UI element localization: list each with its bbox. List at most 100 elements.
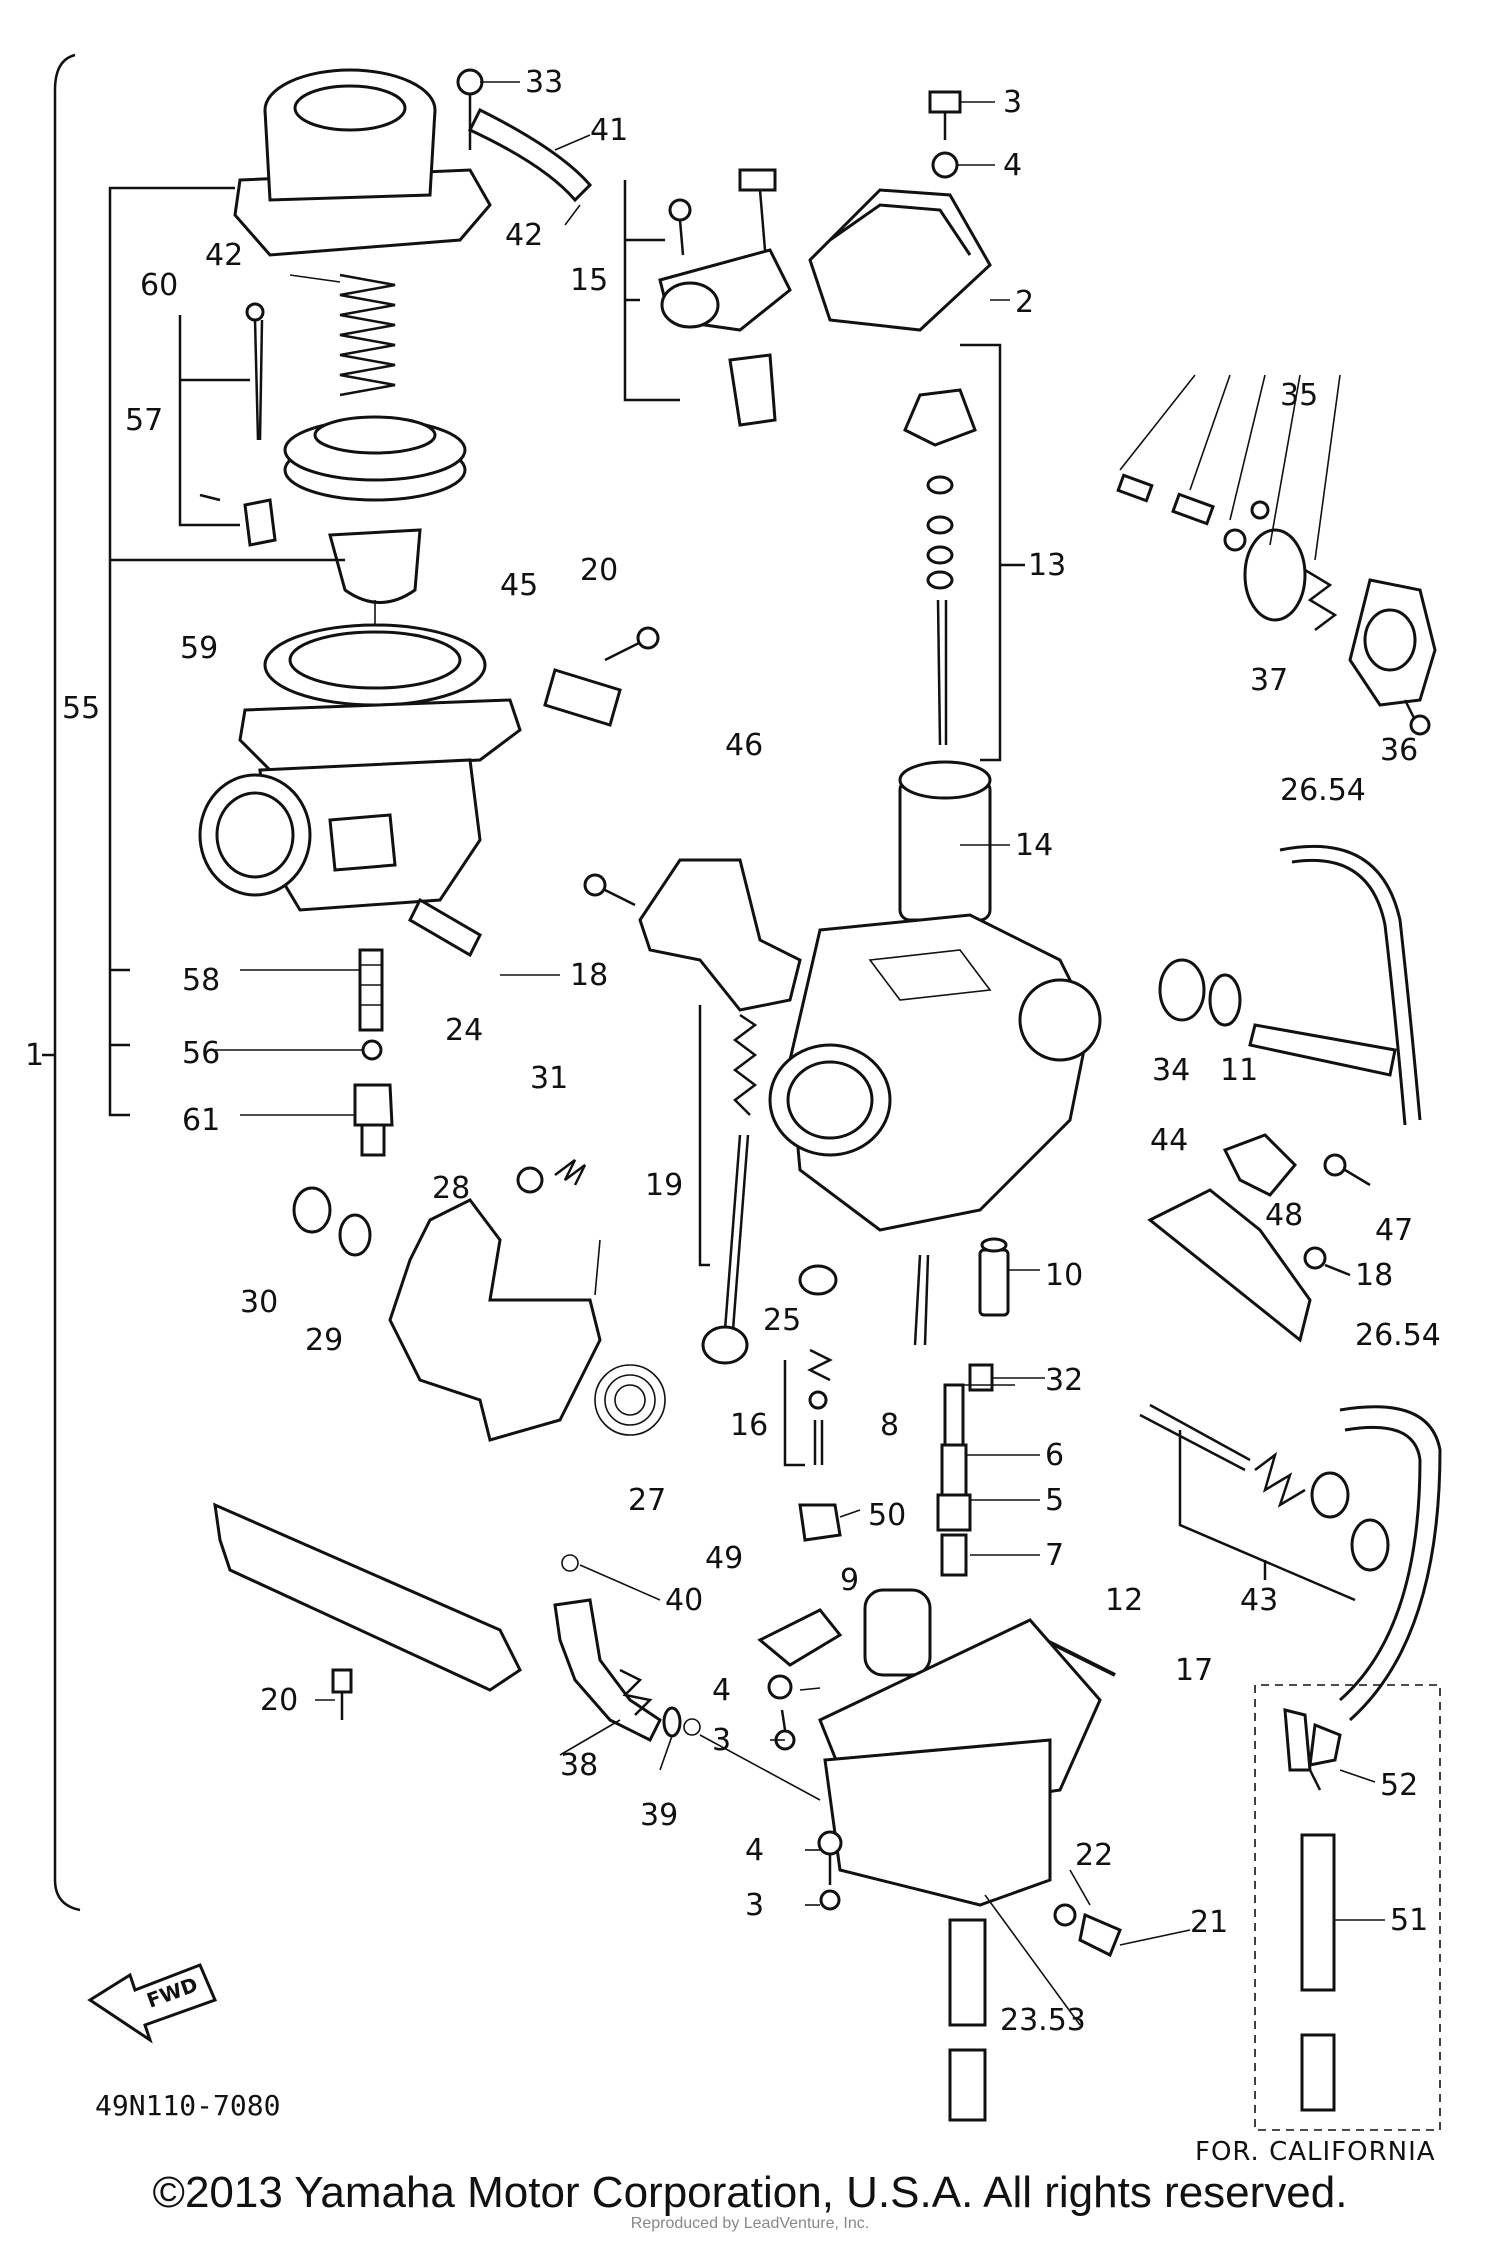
callout-17: 17 — [1175, 1653, 1213, 1688]
screw-18a — [583, 873, 636, 907]
tube-24 — [408, 897, 482, 958]
callout-60: 60 — [140, 268, 178, 303]
callout-33: 33 — [525, 65, 563, 100]
group-bracket-left — [108, 186, 345, 1117]
lever-assembly-15 — [623, 168, 792, 427]
jet-58 — [358, 948, 384, 1032]
clamps-40 — [561, 1554, 821, 1801]
slide-14 — [898, 760, 992, 922]
callout-38: 38 — [560, 1748, 598, 1783]
callout-2654a: 26.54 — [1280, 773, 1366, 808]
callout-58: 58 — [182, 963, 220, 998]
diagram-code: 49N110-7080 — [95, 2089, 280, 2122]
pilot-screw-16 — [783, 1348, 833, 1467]
cap-50 — [798, 1503, 842, 1542]
callout-25: 25 — [763, 1303, 801, 1338]
needle-jet-8 — [913, 1254, 930, 1346]
oring-56 — [361, 1039, 383, 1061]
screw-47 — [1323, 1153, 1371, 1187]
main-carb-body — [768, 913, 1102, 1232]
carb-body-55 — [198, 623, 522, 912]
callout-4c: 4 — [745, 1833, 764, 1868]
throttle-lever-28 — [388, 1198, 602, 1442]
callout-4b: 4 — [712, 1673, 731, 1708]
callout-45: 45 — [500, 568, 538, 603]
plate-49 — [757, 1608, 843, 1667]
callout-3b: 3 — [712, 1723, 731, 1758]
callout-55: 55 — [62, 691, 100, 726]
washer-4-top — [931, 151, 959, 179]
callout-4a: 4 — [1003, 148, 1022, 183]
callout-44: 44 — [1150, 1123, 1188, 1158]
callout-22: 22 — [1075, 1838, 1113, 1873]
callout-18a: 18 — [570, 958, 608, 993]
callout-5: 5 — [1045, 1483, 1064, 1518]
callout-52: 52 — [1380, 1768, 1418, 1803]
lever-44 — [1147, 1188, 1312, 1343]
leader-lines — [215, 81, 1385, 2026]
callout-9: 9 — [840, 1563, 859, 1598]
plunger-13 — [903, 343, 1025, 762]
washer-4-low — [817, 1830, 843, 1856]
callout-24: 24 — [445, 1013, 483, 1048]
callout-32: 32 — [1045, 1363, 1083, 1398]
screw-18b — [1303, 1246, 1351, 1277]
callout-57: 57 — [125, 403, 163, 438]
callout-20b: 20 — [260, 1683, 298, 1718]
assembly-bracket — [53, 53, 81, 1912]
callout-36: 36 — [1380, 733, 1418, 768]
cap-45 — [543, 668, 622, 727]
main-jet-stack — [936, 1383, 972, 1577]
callout-31: 31 — [530, 1061, 568, 1096]
spring-60 — [339, 273, 396, 397]
callout-21: 21 — [1190, 1905, 1228, 1940]
drain-screw-21 — [1078, 1912, 1122, 1958]
callout-49: 49 — [705, 1541, 743, 1576]
washer-4-mid — [767, 1674, 793, 1700]
callout-42b: 42 — [205, 238, 243, 273]
callout-35: 35 — [1280, 378, 1318, 413]
idle-screw-19 — [698, 1005, 758, 1365]
callout-12: 12 — [1105, 1583, 1143, 1618]
cover-37 — [1348, 578, 1437, 707]
jet-32 — [968, 1363, 994, 1392]
callout-3c: 3 — [745, 1888, 764, 1923]
callout-46: 46 — [725, 728, 763, 763]
top-cover — [233, 68, 593, 257]
screw-31 — [516, 1159, 587, 1194]
shaft — [1248, 1023, 1397, 1077]
copyright-notice: ©2013 Yamaha Motor Corporation, U.S.A. A… — [152, 2168, 1348, 2217]
callout-2654b: 26.54 — [1355, 1318, 1441, 1353]
screw-3-low — [819, 1855, 841, 1911]
hose-51 — [1300, 1833, 1336, 1992]
callouts: 33 41 42 42 60 57 59 55 45 20 24 58 56 6… — [25, 65, 1441, 2038]
bracket-46 — [638, 858, 802, 1012]
jet-10 — [978, 1237, 1010, 1317]
jet-61 — [353, 1083, 394, 1157]
callout-41: 41 — [590, 113, 628, 148]
fwd-arrow: FWD — [87, 1963, 218, 2044]
callout-2: 2 — [1015, 285, 1034, 320]
screw-20a — [604, 626, 660, 662]
credit-notice: Reproduced by LeadVenture, Inc. — [630, 2215, 870, 2232]
screw-36 — [1403, 699, 1431, 736]
clamp-39 — [662, 1706, 682, 1738]
float-bowl-17 — [818, 1618, 1102, 1907]
cap-25 — [798, 1264, 838, 1296]
callout-27: 27 — [628, 1483, 666, 1518]
callout-28: 28 — [432, 1171, 470, 1206]
callout-19: 19 — [645, 1168, 683, 1203]
callout-7: 7 — [1045, 1538, 1064, 1573]
screw-20b — [331, 1668, 353, 1720]
screw-43 — [1139, 1403, 1390, 1602]
part-48 — [1222, 1133, 1298, 1197]
callout-14: 14 — [1015, 828, 1053, 863]
callout-8: 8 — [880, 1408, 899, 1443]
jet-needle-57 — [199, 302, 277, 547]
stay-plate — [213, 1502, 522, 1692]
california-box — [1254, 1684, 1441, 2131]
callout-40: 40 — [665, 1583, 703, 1618]
nut-30 — [292, 1186, 332, 1234]
screw-3-top — [928, 90, 962, 140]
callout-2353: 23.53 — [1000, 2003, 1086, 2038]
